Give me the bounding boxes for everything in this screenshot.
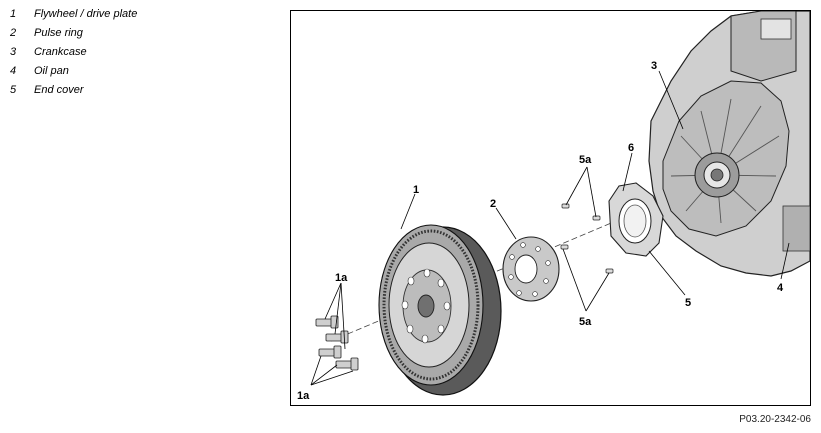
callout-3: 3 — [651, 60, 657, 72]
figure-code: P03.20-2342-06 — [739, 414, 811, 425]
legend-item: 3 Crankcase — [10, 43, 270, 62]
callout-1a-top: 1a — [335, 272, 348, 284]
legend-item: 4 Oil pan — [10, 62, 270, 81]
callout-1: 1 — [413, 184, 419, 196]
callout-5: 5 — [685, 297, 691, 309]
callout-1a-bottom: 1a — [297, 390, 310, 402]
callout-5a-bottom: 5a — [579, 316, 592, 328]
callout-6: 6 — [628, 142, 634, 154]
flywheel-drawing — [378, 224, 502, 396]
pulse-ring-drawing — [502, 236, 560, 302]
flywheel-bolts-drawing — [315, 315, 359, 371]
exploded-view-drawing: 1 1a 1a 2 3 4 5 5a 5a 6 — [297, 11, 810, 402]
legend-number: 4 — [10, 65, 17, 77]
legend-number: 2 — [10, 27, 17, 39]
callout-4: 4 — [777, 282, 784, 294]
legend-number: 3 — [10, 46, 17, 58]
crankcase-drawing — [648, 11, 810, 277]
legend-item: 5 End cover — [10, 81, 270, 100]
end-cover-bolts-drawing — [560, 203, 614, 274]
legend-item: 2 Pulse ring — [10, 24, 270, 43]
legend-number: 5 — [10, 84, 17, 96]
legend-label: Crankcase — [34, 46, 87, 58]
legend-label: Flywheel / drive plate — [34, 8, 138, 20]
legend-item: 1 Flywheel / drive plate — [10, 5, 270, 24]
exploded-view-figure: 1 1a 1a 2 3 4 5 5a 5a 6 — [290, 10, 811, 406]
end-cover-drawing — [608, 182, 664, 257]
legend-number: 1 — [10, 8, 17, 20]
callout-2: 2 — [490, 198, 496, 210]
legend-label: Pulse ring — [34, 27, 83, 39]
legend-label: Oil pan — [34, 65, 69, 77]
legend-label: End cover — [34, 84, 84, 96]
leader-lines — [310, 70, 790, 386]
legend-list: 1 Flywheel / drive plate 2 Pulse ring 3 … — [10, 5, 270, 100]
callout-5a-top: 5a — [579, 154, 592, 166]
